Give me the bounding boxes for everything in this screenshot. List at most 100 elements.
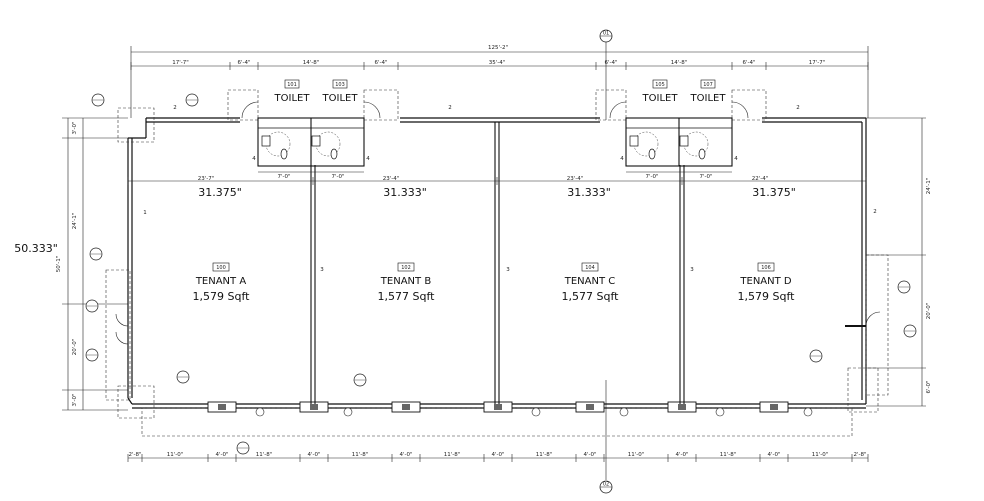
wall-tag: 3	[690, 267, 694, 273]
toilet-fixture-icon	[280, 148, 288, 160]
tenant-name: TENANT B	[380, 276, 432, 287]
bottom-dim-label: 4'-0"	[399, 452, 412, 458]
tenant-width-hand: 31.333"	[383, 186, 427, 199]
pilaster-core	[494, 404, 502, 410]
bottom-dim-label: 11'-8"	[352, 452, 369, 458]
storefront-pilasters	[207, 401, 813, 417]
left-dim-label: 20'-0"	[72, 339, 78, 356]
bottom-dim-label: 11'-8"	[256, 452, 273, 458]
toilet-room-number: 101	[287, 82, 297, 88]
tenant-area: 1,579 Sqft	[193, 290, 251, 303]
door-tag-icon	[343, 407, 353, 417]
wall-tag: 4	[366, 156, 370, 162]
bottom-dim-label: 11'-0"	[812, 452, 829, 458]
room-tag	[581, 262, 599, 272]
door-tag-icon	[715, 407, 725, 417]
top-dim-label: 17'-7"	[809, 60, 826, 66]
tenant-width-hand: 31.375"	[752, 186, 796, 199]
tenant-width-hand: 31.375"	[198, 186, 242, 199]
right-dim-label: 6'-0"	[926, 380, 932, 393]
left-dim-label: 3'-0"	[72, 393, 78, 406]
top-dim-label: 6'-4"	[237, 60, 250, 66]
exterior-walls	[127, 117, 867, 409]
tenant-room-number: 102	[401, 265, 411, 271]
toilet-dim-label: 7'-0"	[331, 174, 344, 180]
bottom-dim-label: 11'-8"	[536, 452, 553, 458]
door-tag-icon	[803, 407, 813, 417]
bottom-dim-label: 2'-8"	[853, 452, 866, 458]
tenant-name: TENANT C	[564, 276, 616, 287]
toilet-dim-label: 7'-0"	[699, 174, 712, 180]
bottom-dim-label: 4'-0"	[767, 452, 780, 458]
sink-icon	[629, 135, 639, 147]
turning-radius-icon	[315, 131, 341, 157]
door-tag-icon	[531, 407, 541, 417]
tenant-width-dimension	[127, 177, 867, 185]
demising-walls	[310, 122, 685, 404]
toilet-label: TOILET	[274, 93, 311, 104]
bottom-dim-label: 11'-8"	[444, 452, 461, 458]
sink-icon	[261, 135, 271, 147]
bottom-dimension-labels: 2'-8" 11'-0" 4'-0" 11'-8" 4'-0" 11'-8" 4'-0" 11…	[128, 452, 866, 458]
pilaster-core	[586, 404, 594, 410]
room-tag	[284, 79, 300, 89]
wall-tag: 2	[448, 105, 452, 111]
overall-depth-label: 50'-1"	[56, 256, 62, 273]
door-swing-icon	[363, 101, 381, 119]
toilet-room-number: 103	[335, 82, 345, 88]
pilaster-core	[770, 404, 778, 410]
section-marker-bottom: 02	[599, 380, 613, 494]
turning-radius-icon	[633, 131, 659, 157]
toilet-fixture-icon	[698, 148, 706, 160]
tenant-name: TENANT D	[739, 276, 792, 287]
bottom-dim-label: 11'-0"	[628, 452, 645, 458]
right-dimension-labels: 24'-1"20'-0"6'-0"	[926, 178, 932, 394]
left-dim-label: 3'-0"	[72, 121, 78, 134]
top-dim-label: 35'-4"	[489, 60, 506, 66]
tenant-width-dim: 23'-4"	[567, 176, 584, 182]
room-tag	[397, 262, 415, 272]
svg-text:01: 01	[603, 31, 609, 37]
wall-tag: 2	[873, 209, 877, 215]
toilet-label: TOILET	[642, 93, 679, 104]
bottom-dim-label: 4'-0"	[675, 452, 688, 458]
room-tag	[757, 262, 775, 272]
wall-tag: 1	[143, 210, 147, 216]
pilaster-core	[218, 404, 226, 410]
pilaster-core	[310, 404, 318, 410]
overall-depth-hand-label: 50.333"	[14, 242, 58, 255]
top-dimension-ticks	[130, 62, 869, 70]
top-dim-label: 6'-4"	[374, 60, 387, 66]
toilet-dim-label: 7'-0"	[645, 174, 658, 180]
wall-tag: 4	[252, 156, 256, 162]
tenant-name: TENANT A	[195, 276, 247, 287]
overall-width-label: 125'-2"	[488, 45, 508, 51]
tenant-width-hand: 31.333"	[567, 186, 611, 199]
wall-tag: 3	[320, 267, 324, 273]
top-dimension-labels: 17'-7"6'-4"14'-8"6'-4"35'-4"6'-4"14'-8"6…	[172, 60, 825, 66]
turning-radius-icon	[265, 131, 291, 157]
pilaster-core	[678, 404, 686, 410]
door-swing-icon	[865, 311, 881, 327]
bottom-dim-label: 4'-0"	[307, 452, 320, 458]
top-dim-label: 6'-4"	[604, 60, 617, 66]
bottom-dim-label: 4'-0"	[215, 452, 228, 458]
toilet-fixture-icon	[648, 148, 656, 160]
wall-tag: 4	[734, 156, 738, 162]
door-swing-icon	[241, 101, 259, 119]
bottom-dimension-ticks	[127, 454, 869, 462]
wall-tag: 4	[620, 156, 624, 162]
door-tag-icon	[255, 407, 265, 417]
bottom-dim-label: 4'-0"	[491, 452, 504, 458]
tenant-width-dim: 23'-4"	[383, 176, 400, 182]
turning-radius-icon	[683, 131, 709, 157]
